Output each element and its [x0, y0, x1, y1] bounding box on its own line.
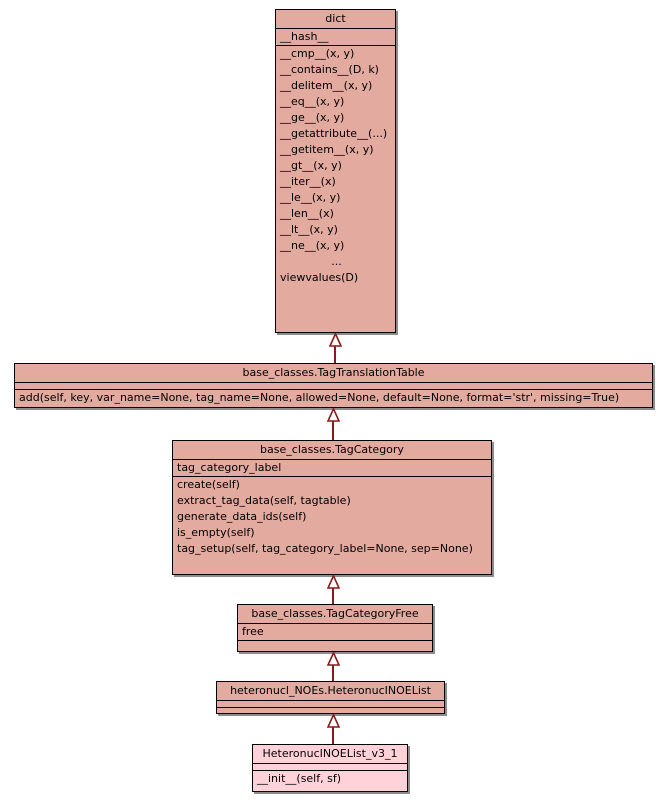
class-methods-dict: __cmp__(x, y) __contains__(D, k) __delit… [276, 46, 395, 286]
class-attributes-tagcategoryfree: free [238, 624, 432, 641]
method-row: __lt__(x, y) [280, 223, 338, 236]
inheritance-edge-tagcategory-tagtranslationtable [327, 408, 340, 440]
class-title-heteronucinoelist-v3-1: HeteronucINOEList_v3_1 [253, 745, 407, 764]
class-attributes-tagcategory: tag_category_label [173, 460, 491, 477]
class-attributes-heteronucinoelist-v3-1 [253, 764, 407, 771]
inheritance-arrow-icon [327, 714, 340, 728]
method-row: __delitem__(x, y) [280, 79, 373, 92]
inheritance-arrow-icon [327, 408, 340, 422]
method-row: __ne__(x, y) [280, 239, 345, 252]
attribute-row: tag_category_label [177, 461, 282, 474]
class-box-tagtranslationtable[interactable]: base_classes.TagTranslationTable add(sel… [14, 363, 653, 408]
inheritance-edge-heteronucinoelistv31-heteronucinoelist [327, 714, 340, 744]
inheritance-edge-tagcategoryfree-tagcategory [327, 575, 340, 604]
method-row: extract_tag_data(self, tagtable) [177, 494, 351, 507]
method-row: __contains__(D, k) [280, 63, 379, 76]
attribute-row: __hash__ [280, 30, 329, 43]
method-row: generate_data_ids(self) [177, 510, 307, 523]
method-row: __getattribute__(...) [280, 127, 388, 140]
method-row-ellipsis: ... [331, 255, 342, 268]
method-row: tag_setup(self, tag_category_label=None,… [177, 542, 473, 555]
attribute-row: free [242, 625, 264, 638]
class-box-tagcategoryfree[interactable]: base_classes.TagCategoryFree free [237, 604, 433, 652]
method-row: viewvalues(D) [280, 271, 359, 284]
class-title-heteronucinoelist: heteronucl_NOEs.HeteronucINOEList [217, 682, 444, 701]
method-row: add(self, key, var_name=None, tag_name=N… [19, 391, 620, 404]
class-box-heteronucinoelist[interactable]: heteronucl_NOEs.HeteronucINOEList [216, 681, 445, 714]
class-methods-tagtranslationtable: add(self, key, var_name=None, tag_name=N… [15, 390, 652, 406]
class-methods-tagcategoryfree [238, 641, 432, 648]
method-row: __len__(x) [280, 207, 334, 220]
class-box-dict[interactable]: dict __hash__ __cmp__(x, y) __contains__… [275, 9, 396, 333]
class-attributes-heteronucinoelist [217, 701, 444, 708]
method-row: __getitem__(x, y) [280, 143, 374, 156]
method-row: is_empty(self) [177, 526, 255, 539]
class-title-tagtranslationtable: base_classes.TagTranslationTable [15, 364, 652, 383]
class-attributes-dict: __hash__ [276, 29, 395, 46]
class-title-tagcategory: base_classes.TagCategory [173, 441, 491, 460]
inheritance-arrow-icon [327, 575, 340, 589]
method-row: __ge__(x, y) [280, 111, 345, 124]
method-row: __iter__(x) [280, 175, 336, 188]
method-row: __le__(x, y) [280, 191, 341, 204]
inheritance-arrow-icon [327, 652, 340, 666]
class-box-heteronucinoelist-v3-1[interactable]: HeteronucINOEList_v3_1 __init__(self, sf… [252, 744, 408, 792]
class-title-tagcategoryfree: base_classes.TagCategoryFree [238, 605, 432, 624]
method-row: __init__(self, sf) [257, 772, 342, 785]
method-row: __eq__(x, y) [280, 95, 345, 108]
method-row: __cmp__(x, y) [280, 47, 355, 60]
inheritance-arrow-icon [329, 333, 342, 347]
class-box-tagcategory[interactable]: base_classes.TagCategory tag_category_la… [172, 440, 492, 575]
class-methods-heteronucinoelist-v3-1: __init__(self, sf) [253, 771, 407, 787]
inheritance-edge-tagtranslationtable-dict [329, 333, 342, 363]
method-row: __gt__(x, y) [280, 159, 342, 172]
class-methods-tagcategory: create(self) extract_tag_data(self, tagt… [173, 477, 491, 557]
method-row: create(self) [177, 478, 240, 491]
class-title-dict: dict [276, 10, 395, 29]
inheritance-edge-heteronucinoelist-tagcategoryfree [327, 652, 340, 681]
class-attributes-tagtranslationtable [15, 383, 652, 390]
